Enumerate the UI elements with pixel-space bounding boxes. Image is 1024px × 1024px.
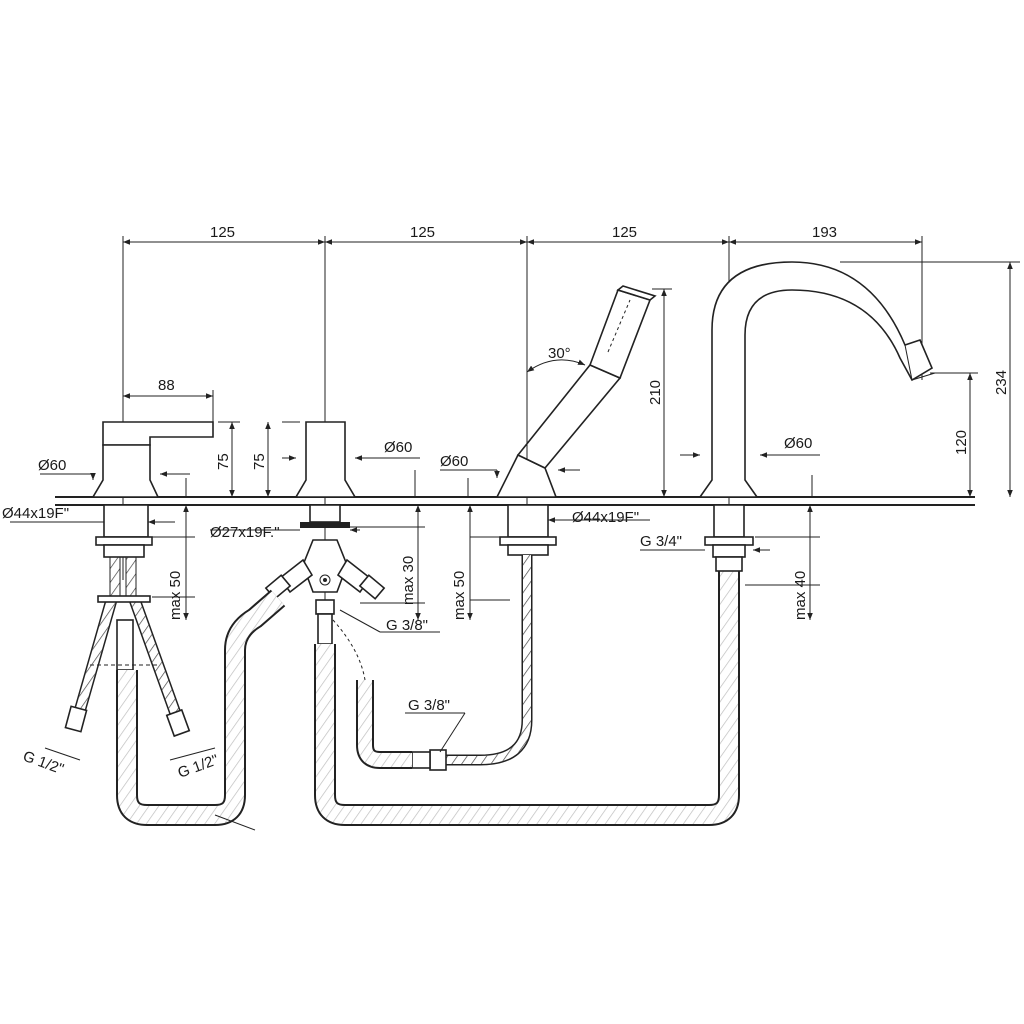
dia60-d: Ø60 — [784, 435, 812, 452]
dia27: Ø27x19F." — [210, 524, 280, 541]
max30: max 30 — [400, 556, 417, 605]
top-dimension-chain: 125 125 125 193 — [123, 224, 922, 245]
spout-unit: 234 120 Ø60 G 3/4" max 40 — [640, 261, 1020, 620]
dia44-b: Ø44x19F" — [572, 509, 639, 526]
dim-193: 193 — [812, 224, 837, 241]
angle-30: 30° — [548, 345, 571, 362]
dim-120: 120 — [953, 430, 970, 455]
dim-234: 234 — [993, 370, 1010, 395]
deck-plate — [55, 496, 975, 506]
dim-88: 88 — [158, 377, 175, 394]
g38-b: G 3/8" — [408, 697, 450, 714]
dim-210: 210 — [647, 380, 664, 405]
dia44-a: Ø44x19F" — [2, 505, 69, 522]
dim-125-3: 125 — [612, 224, 637, 241]
hand-shower-unit: 30° 210 Ø60 Ø44x19F" max 50 — [332, 285, 672, 771]
g12-b: G 1/2" — [176, 751, 221, 781]
dim-125-2: 125 — [410, 224, 435, 241]
mixer-lever-unit: 88 75 Ø60 Ø44x19F" max 50 — [2, 377, 240, 620]
supply-pipes — [90, 570, 740, 831]
dia60-b: Ø60 — [384, 439, 412, 456]
diverter-unit: 75 Ø60 Ø27x19F." G 3/8" max 30 — [210, 421, 440, 645]
dim-75-a: 75 — [215, 453, 232, 470]
dim-75-b: 75 — [251, 453, 268, 470]
dia60-a: Ø60 — [38, 457, 66, 474]
max50-a: max 50 — [167, 571, 184, 620]
max40: max 40 — [792, 571, 809, 620]
g34: G 3/4" — [640, 533, 682, 550]
dim-125-1: 125 — [210, 224, 235, 241]
dia60-c: Ø60 — [440, 453, 468, 470]
g38-a: G 3/8" — [386, 617, 428, 634]
max50-b: max 50 — [451, 571, 468, 620]
